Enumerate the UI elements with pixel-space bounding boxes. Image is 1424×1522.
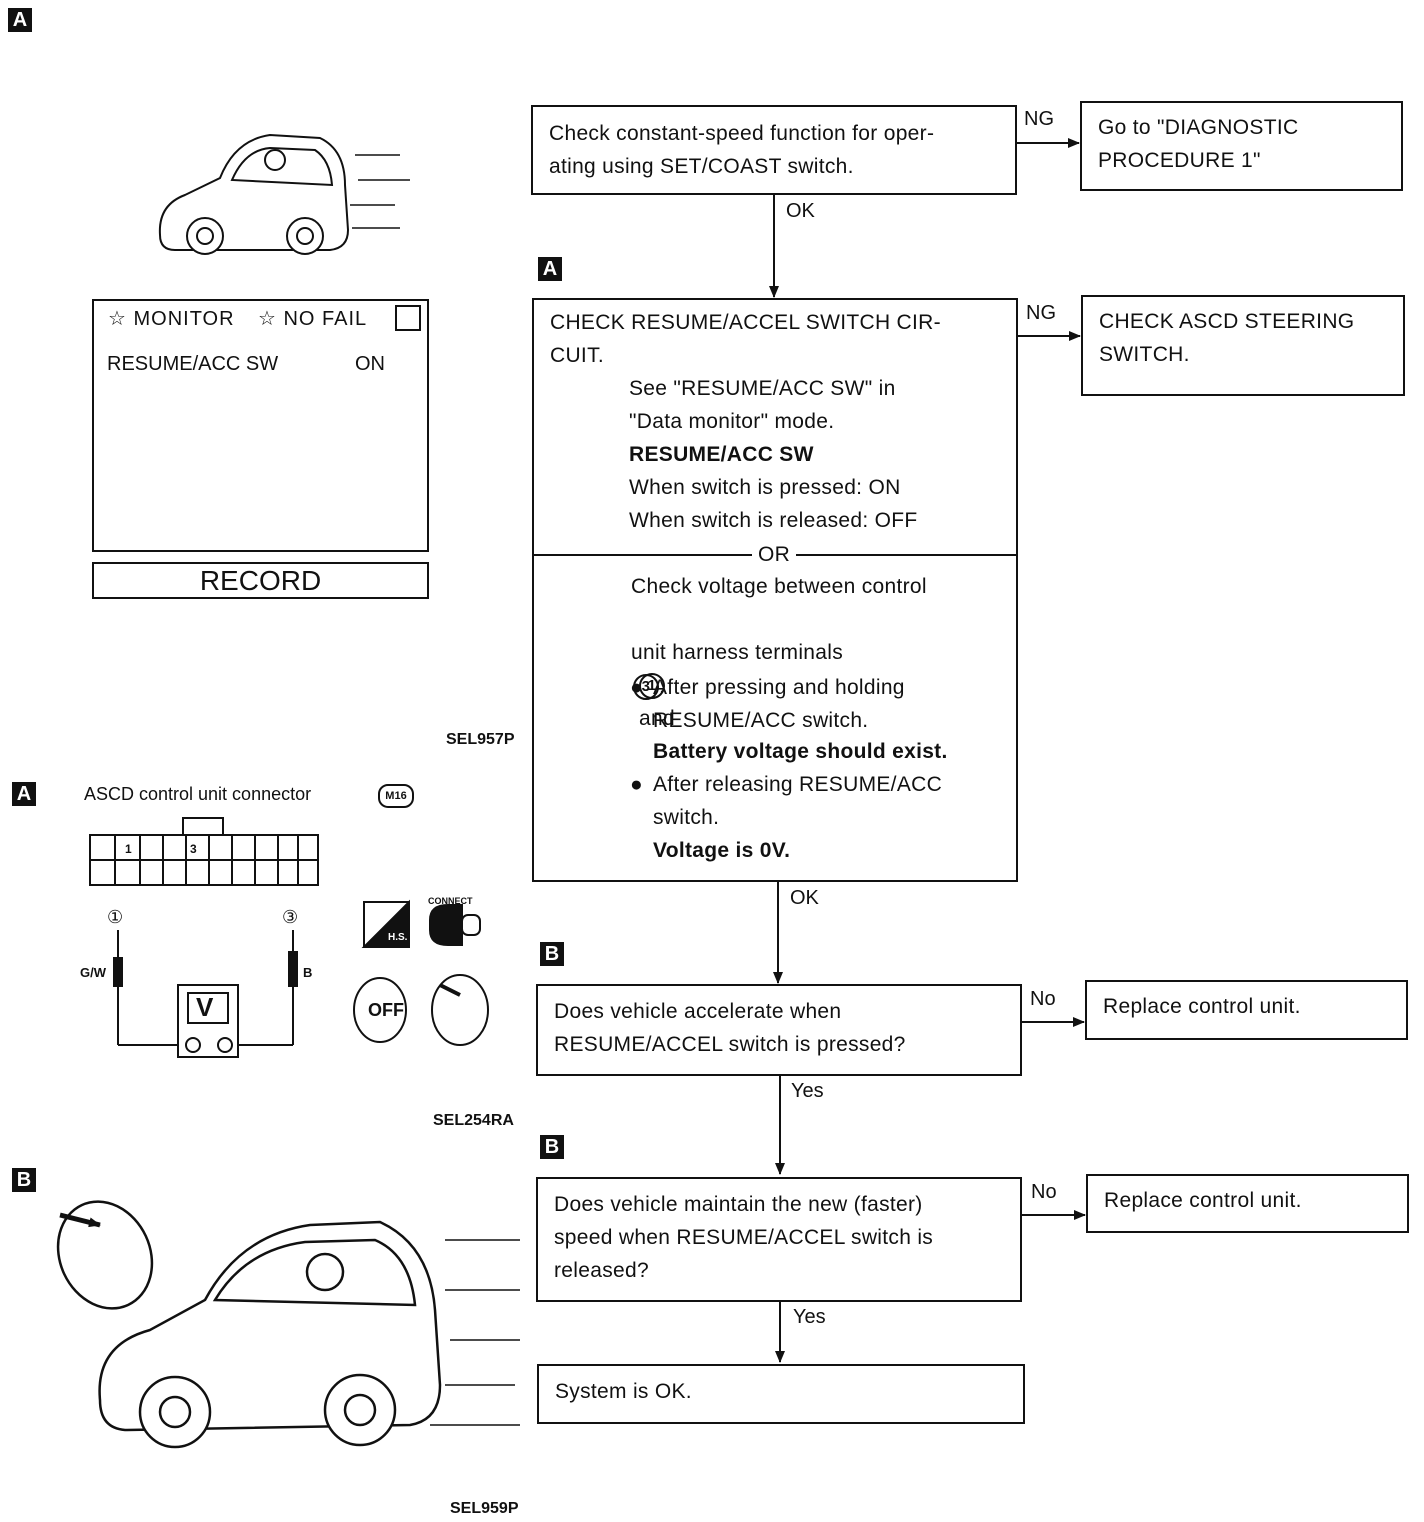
step-title: CHECK RESUME/ACCEL SWITCH CIR- CUIT. bbox=[550, 311, 941, 367]
section-tag-a: A bbox=[12, 782, 36, 806]
monitor-item-name: RESUME/ACC SW bbox=[629, 443, 814, 466]
connect-label: CONNECT bbox=[428, 896, 473, 906]
and-label: and bbox=[639, 707, 675, 730]
probe-1-label: ① bbox=[107, 907, 124, 927]
no-fail-label: ☆ NO FAIL bbox=[258, 308, 368, 330]
question-maintain-speed: Does vehicle maintain the new (faster) s… bbox=[536, 1177, 1022, 1302]
section-tag-a: A bbox=[8, 8, 32, 32]
result-check-steering-switch: CHECK ASCD STEERING SWITCH. bbox=[1081, 295, 1405, 396]
voltmeter-icon: V bbox=[196, 992, 214, 1022]
section-tag-b: B bbox=[540, 942, 564, 966]
connector-title: ASCD control unit connector bbox=[84, 784, 312, 804]
monitor-header-label: ☆ MONITOR bbox=[108, 308, 235, 330]
edge-label-no: No bbox=[1030, 988, 1056, 1010]
section-tag-b: B bbox=[540, 1135, 564, 1159]
hs-label: H.S. bbox=[388, 932, 408, 943]
data-monitor-screen bbox=[92, 299, 429, 552]
ignition-off-icon: OFF bbox=[368, 1000, 404, 1020]
section-tag-b: B bbox=[12, 1168, 36, 1192]
probe-3-label: ③ bbox=[282, 907, 299, 927]
connector-diagram bbox=[89, 817, 489, 1058]
car-illustration-top bbox=[158, 133, 410, 255]
voltage-check-line1: Check voltage between control bbox=[631, 575, 927, 598]
data-monitor-instruction: See "RESUME/ACC SW" in "Data monitor" mo… bbox=[629, 377, 896, 433]
result-replace-control-unit: Replace control unit. bbox=[1085, 980, 1408, 1040]
monitor-item-value: ON bbox=[355, 353, 385, 375]
figure-code: SEL957P bbox=[446, 731, 515, 748]
figure-code: SEL959P bbox=[450, 1500, 519, 1517]
monitor-checkbox[interactable] bbox=[395, 305, 421, 331]
condition-releasing: After releasing RESUME/ACC switch. bbox=[653, 773, 943, 829]
wire-color-b: B bbox=[303, 965, 313, 980]
voltage-check-line2: unit harness terminals 1 and bbox=[631, 603, 843, 735]
result-diagnostic-procedure-1: Go to "DIAGNOSTIC PROCEDURE 1" bbox=[1080, 101, 1403, 191]
edge-label-ng: NG bbox=[1024, 108, 1054, 130]
connector-code-badge: M16 bbox=[378, 784, 414, 808]
wire-color-gw: G/W bbox=[80, 965, 106, 980]
monitor-item-label: RESUME/ACC SW bbox=[107, 353, 279, 375]
released-condition: When switch is released: OFF bbox=[629, 509, 918, 532]
terminal-3-symbol: 3 bbox=[633, 674, 659, 701]
step-check-resume-accel-circuit: CHECK RESUME/ACCEL SWITCH CIR- CUIT. See… bbox=[532, 298, 1018, 882]
voltage-check-line3: 3. bbox=[633, 637, 665, 703]
edge-label-yes: Yes bbox=[793, 1306, 826, 1328]
pressed-condition: When switch is pressed: ON bbox=[629, 476, 901, 499]
record-button[interactable]: RECORD bbox=[92, 562, 429, 599]
step-check-set-coast: Check constant-speed function for oper- … bbox=[531, 105, 1017, 195]
expected-zero-voltage: Voltage is 0V. bbox=[653, 839, 791, 862]
bullet-icon: ● bbox=[630, 676, 643, 699]
edge-label-yes: Yes bbox=[791, 1080, 824, 1102]
pin-3-label: 3 bbox=[190, 842, 197, 856]
bullet-icon: ● bbox=[630, 773, 643, 796]
condition-pressing: After pressing and holding RESUME/ACC sw… bbox=[653, 676, 905, 732]
edge-label-ng: NG bbox=[1026, 302, 1056, 324]
result-replace-control-unit: Replace control unit. bbox=[1086, 1174, 1409, 1233]
edge-label-ok: OK bbox=[790, 887, 819, 909]
section-tag-a: A bbox=[538, 257, 562, 281]
edge-label-no: No bbox=[1031, 1181, 1057, 1203]
pin-1-label: 1 bbox=[125, 842, 132, 856]
voltage-check-text: unit harness terminals bbox=[631, 641, 844, 664]
car-illustration-bottom bbox=[56, 1200, 520, 1449]
or-label: OR bbox=[752, 538, 797, 571]
expected-battery-voltage: Battery voltage should exist. bbox=[653, 740, 948, 763]
edge-label-ok: OK bbox=[786, 200, 815, 222]
question-accelerate: Does vehicle accelerate when RESUME/ACCE… bbox=[536, 984, 1022, 1076]
result-system-ok: System is OK. bbox=[537, 1364, 1025, 1424]
figure-code: SEL254RA bbox=[433, 1112, 514, 1129]
